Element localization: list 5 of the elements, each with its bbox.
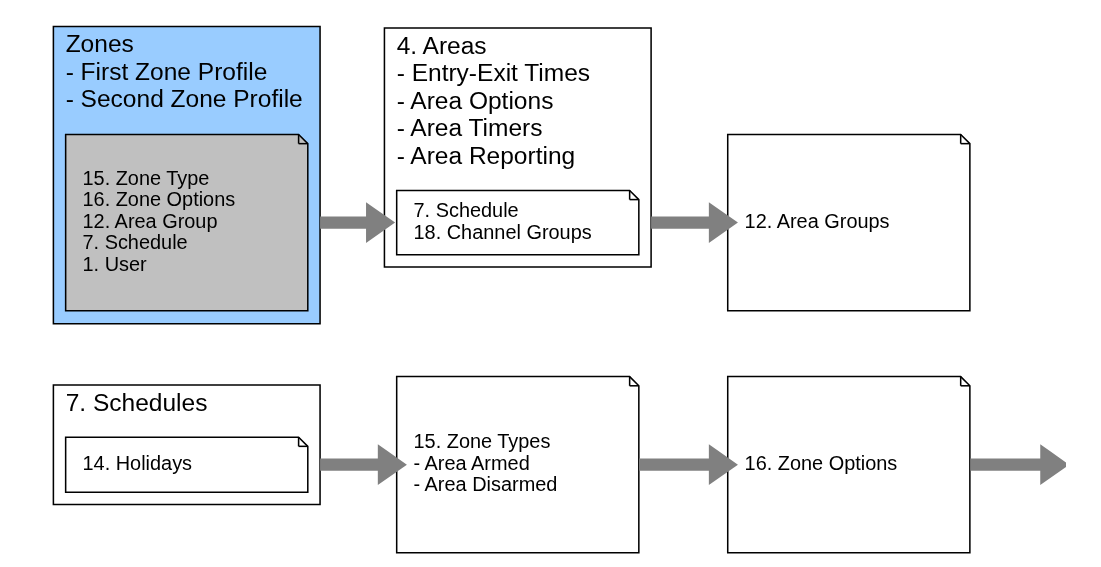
arrow [639, 444, 738, 486]
arrow [651, 202, 738, 243]
arrow [320, 444, 407, 486]
arrow [320, 202, 396, 243]
arrow [970, 444, 1066, 486]
